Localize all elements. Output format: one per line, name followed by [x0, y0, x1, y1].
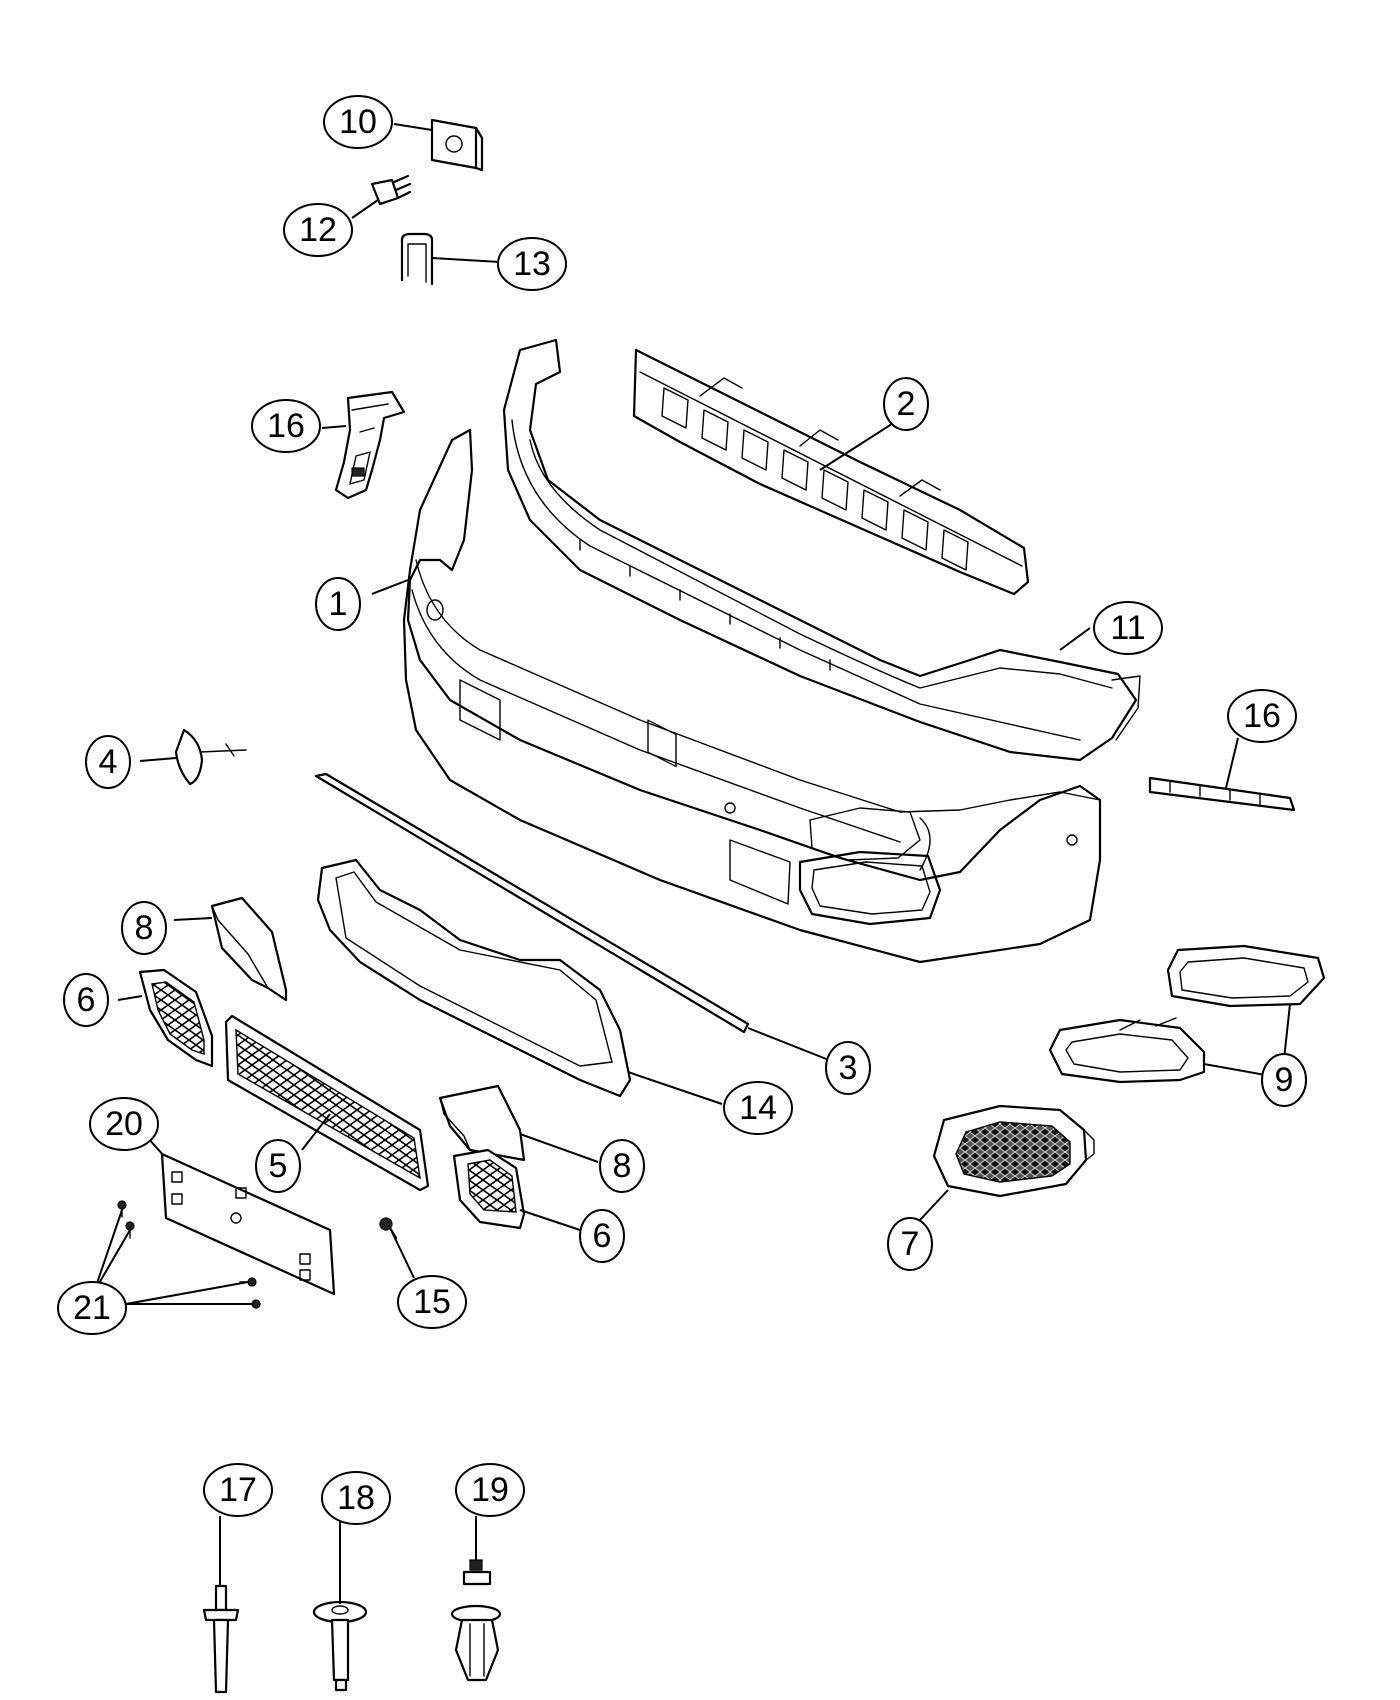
part-9-fog-bezel-inner — [1048, 1017, 1206, 1084]
callout-11-label: 11 — [1110, 609, 1145, 647]
callout-3: 3 — [825, 1041, 871, 1095]
part-12-bolt — [370, 174, 412, 206]
callout-13-label: 13 — [513, 245, 551, 283]
callout-7: 7 — [887, 1217, 933, 1271]
callout-19: 19 — [455, 1463, 525, 1517]
part-7-fog-lamp-grille — [932, 1104, 1095, 1198]
part-18-push-fastener — [312, 1600, 368, 1692]
part-9-fog-bezel-outer — [1166, 944, 1326, 1008]
part-2-energy-absorber — [632, 348, 1030, 768]
callout-7-label: 7 — [901, 1225, 920, 1263]
callout-8-upper-label: 8 — [135, 909, 154, 947]
callout-16-top-label: 16 — [267, 407, 305, 445]
part-4-tow-hook-cover — [174, 728, 247, 786]
callout-9-label: 9 — [1275, 1061, 1294, 1099]
callout-10-label: 10 — [339, 103, 377, 141]
callout-12: 12 — [283, 203, 353, 257]
callout-4: 4 — [85, 735, 131, 789]
callout-8-upper: 8 — [121, 901, 167, 955]
callout-18-label: 18 — [337, 1479, 375, 1517]
callout-3-label: 3 — [839, 1049, 858, 1087]
callout-20: 20 — [89, 1097, 159, 1151]
callout-8-lower-label: 8 — [613, 1147, 632, 1185]
callout-1: 1 — [315, 577, 361, 631]
callout-6-lower: 6 — [579, 1209, 625, 1263]
callouts: 10 12 13 16 2 1 11 16 — [57, 95, 1307, 1525]
part-13-u-clip — [400, 232, 434, 286]
callout-8-lower: 8 — [599, 1139, 645, 1193]
callout-20-label: 20 — [105, 1105, 143, 1143]
part-16-right-bracket — [1148, 776, 1296, 812]
part-20-license-bracket — [160, 1152, 336, 1296]
part-6-side-grille-left — [138, 968, 214, 1068]
callout-6-upper-label: 6 — [77, 981, 96, 1019]
callout-17: 17 — [203, 1463, 273, 1517]
part-1-bumper-fascia — [402, 428, 1102, 964]
callout-6-upper: 6 — [63, 973, 109, 1027]
callout-17-label: 17 — [219, 1471, 257, 1509]
callout-15: 15 — [397, 1275, 467, 1329]
part-3-lower-strip — [314, 772, 750, 1034]
part-8-fog-cover-left — [210, 896, 288, 1002]
callout-13: 13 — [497, 237, 567, 291]
part-5-center-grille — [224, 1014, 430, 1192]
callout-21-label: 21 — [73, 1289, 111, 1327]
part-19-clip — [450, 1559, 502, 1682]
part-14-lower-surround — [316, 858, 632, 1098]
callout-10: 10 — [323, 95, 393, 149]
callout-6-lower-label: 6 — [593, 1217, 612, 1255]
callout-2: 2 — [883, 377, 929, 431]
callout-21: 21 — [57, 1281, 127, 1335]
callout-14: 14 — [723, 1081, 793, 1135]
callout-15-label: 15 — [413, 1283, 451, 1321]
part-11-upper-fascia — [502, 338, 1141, 762]
callout-14-label: 14 — [739, 1089, 777, 1127]
callout-5: 5 — [255, 1139, 301, 1193]
part-8-fog-cover-right — [438, 1084, 526, 1162]
part-10-clip-nut — [430, 118, 484, 172]
callout-4-label: 4 — [99, 743, 118, 781]
callout-16-top: 16 — [251, 399, 321, 453]
callout-16-right-label: 16 — [1243, 697, 1281, 735]
callout-12-label: 12 — [299, 211, 337, 249]
part-6-side-grille-right — [452, 1148, 526, 1230]
callout-11: 11 — [1093, 601, 1163, 655]
callout-1-label: 1 — [329, 585, 348, 623]
callout-2-label: 2 — [897, 385, 916, 423]
part-17-rivet — [202, 1584, 240, 1694]
callout-16-right: 16 — [1227, 689, 1297, 743]
callout-5-label: 5 — [269, 1147, 288, 1185]
callout-19-label: 19 — [471, 1471, 509, 1509]
callout-18: 18 — [321, 1471, 391, 1525]
callout-9: 9 — [1261, 1053, 1307, 1107]
part-16-left-bracket — [334, 390, 406, 500]
